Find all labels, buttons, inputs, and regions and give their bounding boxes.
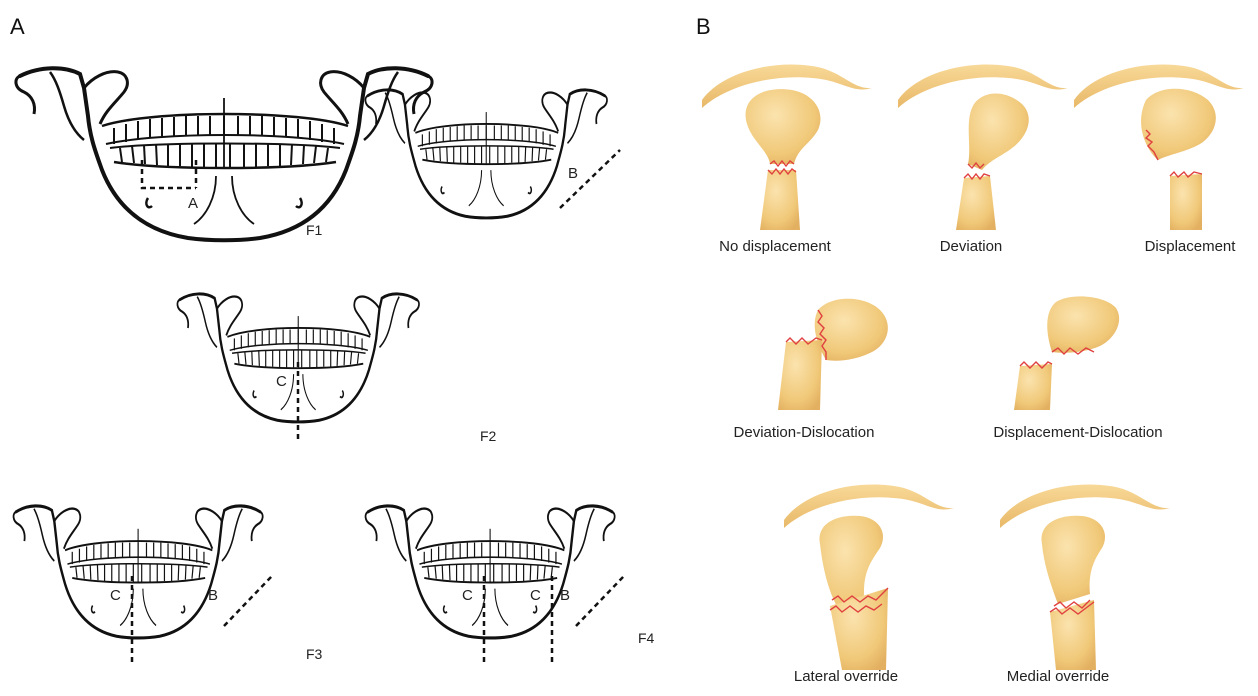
- fracture-line-a: A: [188, 195, 198, 212]
- caption-deviation-dislocation: Deviation-Dislocation: [714, 424, 894, 441]
- condyle-lateral-override: [784, 480, 964, 670]
- fracture-line-b-f4: B: [560, 587, 570, 604]
- caption-lateral-override: Lateral override: [786, 668, 906, 685]
- fracture-overlay-f1b: A B: [362, 58, 692, 248]
- fracture-overlay-f3: C B: [10, 476, 340, 666]
- figure-label-f3: F3: [306, 646, 322, 662]
- figure-label-f4: F4: [638, 630, 654, 646]
- fracture-line-c-f3: C: [110, 587, 121, 604]
- fracture-overlay-f2: C: [174, 262, 504, 452]
- condyle-displacement-dislocation: [1006, 290, 1166, 410]
- figure-label-f2: F2: [480, 428, 496, 444]
- condyle-no-displacement: [702, 60, 882, 230]
- panel-b-label: B: [696, 14, 711, 40]
- fracture-line-c1-f4: C: [462, 587, 473, 604]
- condyle-deviation: [898, 60, 1078, 230]
- caption-displacement-dislocation: Displacement-Dislocation: [968, 424, 1188, 441]
- caption-deviation: Deviation: [916, 238, 1026, 255]
- fracture-line-b-f3: B: [208, 587, 218, 604]
- svg-text:B: B: [568, 165, 578, 182]
- condyle-displacement: [1074, 60, 1258, 230]
- fracture-line-c-f2: C: [276, 373, 287, 390]
- fracture-line-c2-f4: C: [530, 587, 541, 604]
- figure-label-f1: F1: [306, 222, 322, 238]
- caption-medial-override: Medial override: [998, 668, 1118, 685]
- panel-a-label: A: [10, 14, 25, 40]
- condyle-medial-override: [1000, 480, 1180, 670]
- caption-no-displacement: No displacement: [700, 238, 850, 255]
- caption-displacement: Displacement: [1130, 238, 1250, 255]
- condyle-deviation-dislocation: [760, 290, 920, 410]
